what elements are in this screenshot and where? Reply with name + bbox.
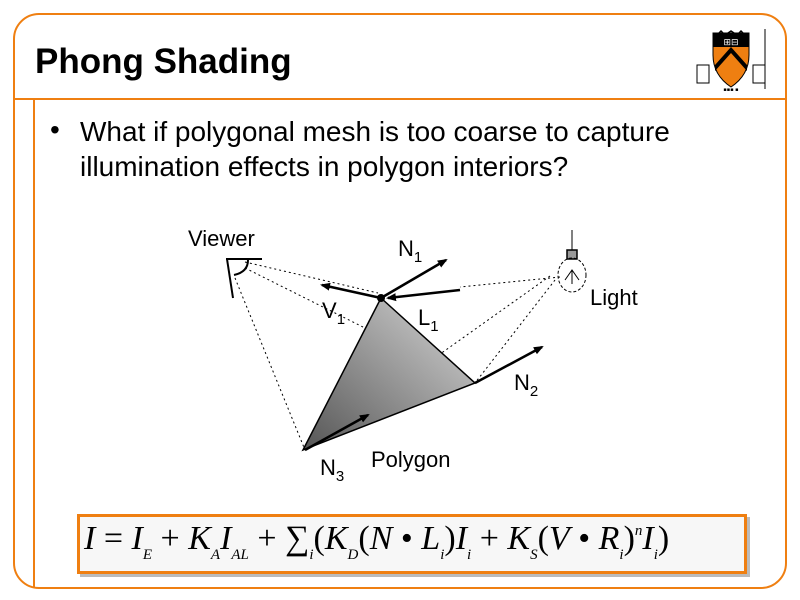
title-divider	[13, 98, 787, 100]
l1-subscript: 1	[430, 318, 439, 335]
n2-label: N2	[514, 370, 538, 400]
formula-box	[77, 514, 747, 574]
viewer-eye-icon	[226, 258, 262, 299]
slide-title: Phong Shading	[35, 42, 292, 81]
n2-letter: N	[514, 370, 530, 395]
n1-letter: N	[398, 236, 414, 261]
v1-letter: V	[322, 298, 337, 323]
light-bulb-icon	[557, 230, 587, 293]
v1-subscript: 1	[336, 311, 346, 328]
svg-text:▪▪▪ ▪: ▪▪▪ ▪	[723, 87, 738, 93]
n3-label: N3	[320, 455, 344, 485]
princeton-shield-logo: ⊞⊟ ▪▪▪ ▪	[696, 29, 766, 93]
n2-vector	[474, 345, 544, 385]
polygon-label: Polygon	[371, 447, 451, 472]
l1-label: L1	[418, 305, 439, 335]
n3-subscript: 3	[335, 468, 345, 485]
left-margin-rule	[33, 98, 35, 588]
phong-illumination-formula: I = IE + KAIAL + ∑i(KD(N • Li)Ii + KS(V …	[84, 520, 670, 563]
n3-letter: N	[320, 455, 336, 480]
n1-vector	[380, 258, 448, 300]
viewer-label: Viewer	[188, 226, 255, 251]
slide-frame	[13, 13, 787, 589]
v1-vector	[320, 282, 382, 300]
n3-vector	[304, 413, 370, 452]
svg-text:⊞⊟: ⊞⊟	[723, 38, 738, 48]
light-label: Light	[590, 285, 638, 310]
l1-letter: L	[418, 305, 431, 330]
polygon-triangle	[301, 296, 477, 452]
l1-vector	[386, 288, 461, 302]
v1-label: V1	[322, 298, 345, 328]
bullet-marker: •	[50, 114, 60, 145]
n1-label: N1	[398, 236, 422, 266]
n2-subscript: 2	[529, 383, 539, 400]
vertex-point	[377, 294, 385, 302]
bullet-text: What if polygonal mesh is too coarse to …	[80, 116, 670, 182]
n1-subscript: 1	[413, 249, 423, 266]
